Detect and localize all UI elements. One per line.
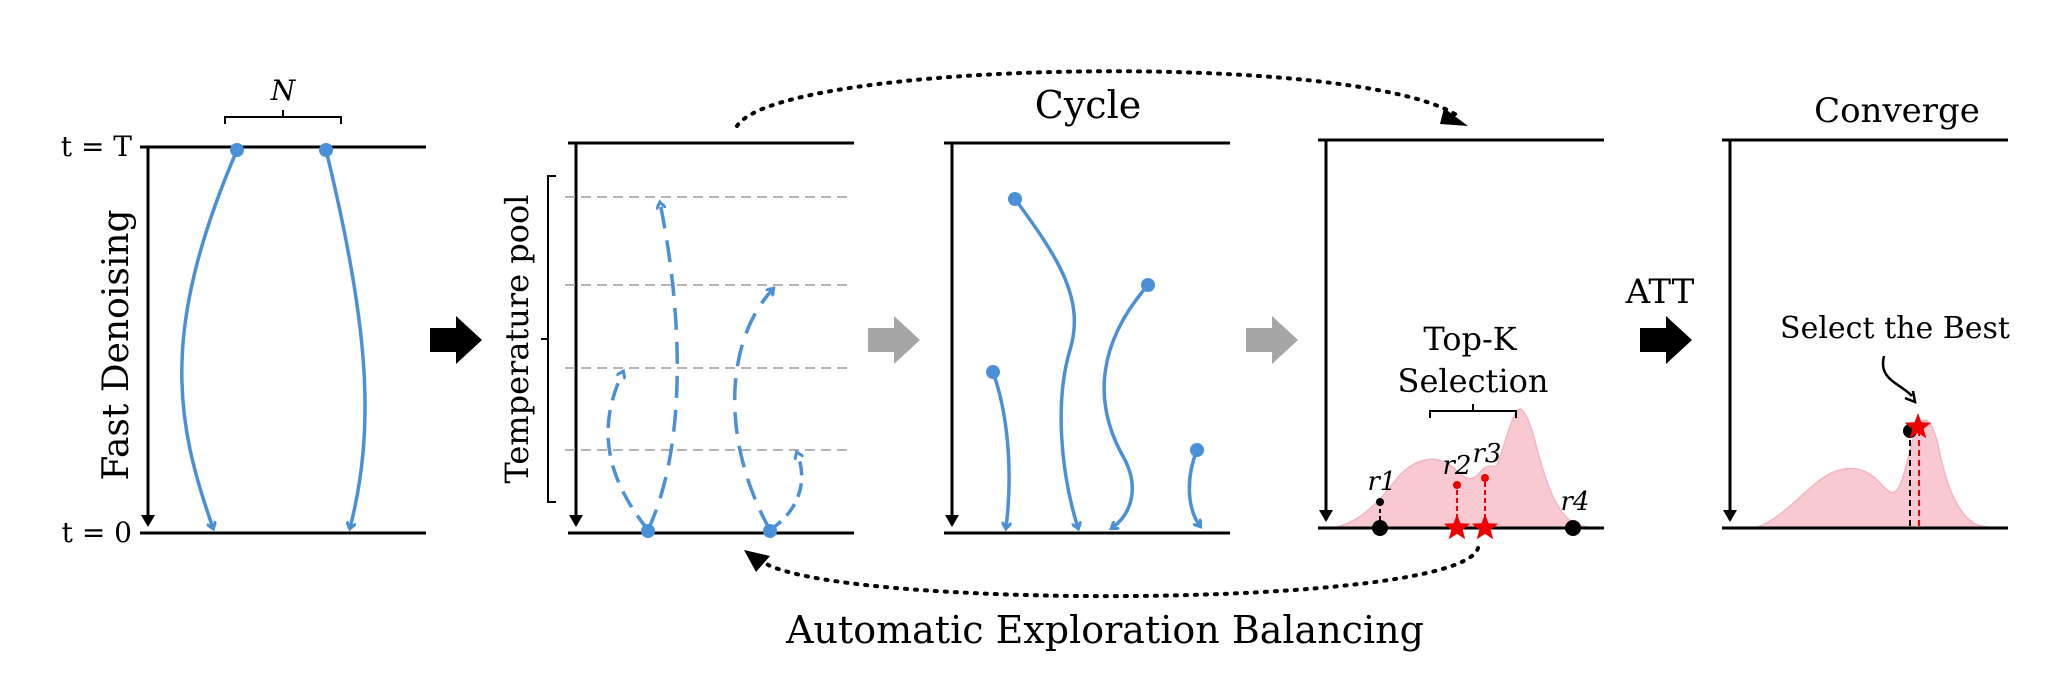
trajectory-start-dot <box>1141 278 1155 292</box>
cycle-label: Cycle <box>1035 83 1141 127</box>
trajectory-start-dot <box>230 143 244 157</box>
top-k-label: Top-K <box>1423 320 1517 358</box>
panel-fast-denoising: N t = T t = 0 Fast Denoising <box>61 74 426 549</box>
cycle-dotted-arrow-top <box>735 69 1460 128</box>
panel-converge: Converge Select the Best <box>1722 91 2010 530</box>
exploration-trajectory <box>606 372 650 532</box>
trajectory <box>324 149 367 528</box>
trajectory-start-dot <box>319 143 333 157</box>
flow-arrow-black <box>1640 316 1692 364</box>
panel-cycle: Cycle <box>944 83 1230 535</box>
r3-label: r3 <box>1473 439 1502 469</box>
trajectory <box>1102 283 1150 528</box>
trajectory-start-dot <box>1190 443 1204 457</box>
converge-label: Converge <box>1814 91 1980 131</box>
exploration-trajectory <box>769 453 802 532</box>
trajectory-start-dot <box>986 365 1000 379</box>
selected-sample-tip <box>1481 474 1489 482</box>
sample-point <box>1565 520 1581 536</box>
cycle-top-arrowhead <box>1440 108 1468 126</box>
trajectory-start-dot <box>1008 192 1022 206</box>
reward-density-curve <box>1329 408 1605 529</box>
panel-temperature-pool: Temperature pool <box>498 141 854 538</box>
fast-denoising-label: Fast Denoising <box>96 209 137 480</box>
automatic-exploration-balancing-label: Automatic Exploration Balancing <box>785 608 1424 652</box>
top-k-brace <box>1429 404 1517 418</box>
temperature-pool-label: Temperature pool <box>498 194 536 483</box>
panel-top-k-selection: Top-K Selection r1 r2 r3 r4 <box>1318 138 1605 540</box>
sample-tip <box>1376 498 1384 506</box>
trajectory <box>991 371 1009 528</box>
t-top-label: t = T <box>61 130 133 163</box>
r2-label: r2 <box>1443 451 1472 481</box>
n-brace <box>224 110 342 124</box>
selected-star-icon <box>1471 514 1499 540</box>
pointer-arrowhead <box>1904 390 1917 404</box>
sample-point <box>1372 520 1388 536</box>
n-label: N <box>270 74 297 107</box>
trajectory <box>180 149 239 528</box>
selection-label: Selection <box>1398 362 1549 400</box>
exploration-dotted-arrow-bottom <box>758 546 1480 599</box>
trajectory <box>1187 449 1200 526</box>
best-star-icon <box>1904 413 1932 439</box>
selected-sample-tip <box>1453 481 1461 489</box>
flow-arrow-black <box>430 316 482 364</box>
converged-density-curve <box>1754 419 2009 529</box>
r1-label: r1 <box>1368 467 1397 497</box>
trajectory-start-dot <box>641 524 655 538</box>
pool-bracket <box>541 175 556 503</box>
select-best-label: Select the Best <box>1780 311 2010 346</box>
att-label: ATT <box>1625 272 1695 312</box>
trajectory <box>1013 197 1078 528</box>
exploration-trajectory <box>646 203 679 531</box>
t-bottom-label: t = 0 <box>62 516 132 549</box>
exploration-trajectory <box>732 289 773 531</box>
trajectory-start-dot <box>763 524 777 538</box>
flow-arrow-gray <box>868 316 920 364</box>
exploration-bottom-arrowhead <box>744 550 770 572</box>
pointer-arrow <box>1881 355 1913 397</box>
flow-arrow-gray <box>1246 316 1298 364</box>
selected-star-icon <box>1443 514 1471 540</box>
r4-label: r4 <box>1561 487 1590 517</box>
